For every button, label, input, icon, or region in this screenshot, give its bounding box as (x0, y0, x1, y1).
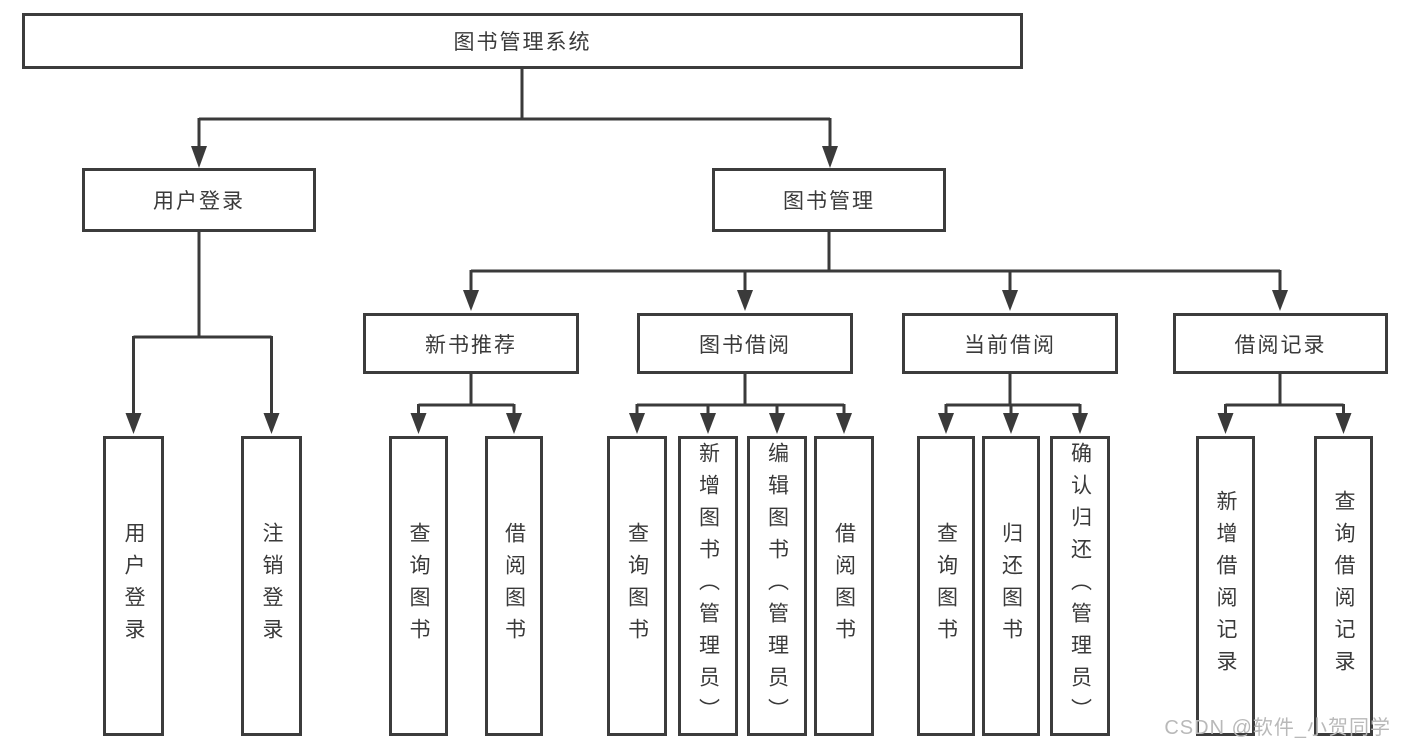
node-book-management-label: 图书管理 (783, 190, 875, 213)
node-borrow-records-label: 借阅记录 (1234, 333, 1327, 357)
leaf-query-books-borrow: 查询图书 (607, 436, 667, 736)
leaf-query-books-recommend-label: 查询图书 (407, 522, 430, 650)
leaf-user-login: 用户登录 (103, 436, 164, 736)
leaf-logout: 注销登录 (241, 436, 302, 736)
node-user-login: 用户登录 (82, 168, 316, 232)
node-borrow-records: 借阅记录 (1173, 313, 1388, 374)
node-current-borrow: 当前借阅 (902, 313, 1118, 374)
leaf-logout-label: 注销登录 (260, 522, 283, 650)
node-book-borrow: 图书借阅 (637, 313, 853, 374)
leaf-query-books-current-label: 查询图书 (934, 522, 958, 650)
leaf-borrow-books: 借阅图书 (814, 436, 874, 736)
node-book-management: 图书管理 (712, 168, 946, 232)
leaf-borrow-books-label: 借阅图书 (832, 522, 856, 650)
leaf-return-books-label: 归还图书 (999, 522, 1023, 650)
node-user-login-label: 用户登录 (153, 190, 245, 213)
leaf-add-borrow-record-label: 新增借阅记录 (1214, 490, 1237, 682)
leaf-query-borrow-record: 查询借阅记录 (1314, 436, 1373, 736)
leaf-add-borrow-record: 新增借阅记录 (1196, 436, 1255, 736)
leaf-edit-books-admin-label: 编辑图书（管理员） (765, 442, 789, 730)
leaf-add-books-admin: 新增图书（管理员） (678, 436, 738, 736)
node-new-book-recommend-label: 新书推荐 (425, 333, 517, 357)
leaf-user-login-label: 用户登录 (122, 522, 145, 650)
leaf-borrow-books-recommend-label: 借阅图书 (502, 522, 526, 650)
node-book-borrow-label: 图书借阅 (699, 333, 791, 357)
arrowhead-icons (125, 146, 1352, 434)
node-root-label: 图书管理系统 (453, 31, 592, 54)
leaf-add-books-admin-label: 新增图书（管理员） (696, 442, 720, 730)
leaf-query-books-current: 查询图书 (917, 436, 975, 736)
node-new-book-recommend: 新书推荐 (363, 313, 579, 374)
leaf-confirm-return-admin-label: 确认归还（管理员） (1068, 442, 1092, 730)
leaf-query-books-recommend: 查询图书 (389, 436, 448, 736)
leaf-return-books: 归还图书 (982, 436, 1040, 736)
node-current-borrow-label: 当前借阅 (964, 333, 1056, 357)
watermark: CSDN @软件_小贺同学 (1164, 717, 1391, 739)
leaf-confirm-return-admin: 确认归还（管理员） (1050, 436, 1110, 736)
leaf-query-books-borrow-label: 查询图书 (625, 522, 649, 650)
leaf-borrow-books-recommend: 借阅图书 (485, 436, 543, 736)
leaf-edit-books-admin: 编辑图书（管理员） (747, 436, 807, 736)
node-root-library-system: 图书管理系统 (22, 13, 1023, 69)
leaf-query-borrow-record-label: 查询借阅记录 (1332, 490, 1355, 682)
